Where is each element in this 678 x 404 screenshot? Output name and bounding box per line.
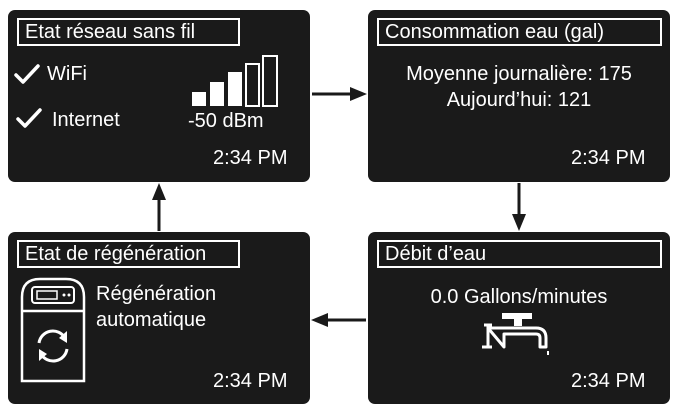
arrow-regeneration-to-wireless [152,183,166,231]
clock-time: 2:34 PM [213,370,288,392]
signal-bar [245,63,260,107]
wireless-status-title: Etat réseau sans fil [17,18,240,46]
signal-strength-icon [192,55,278,107]
water-flow-title: Débit d’eau [377,240,662,268]
signal-bar [262,55,278,107]
signal-bar [210,82,224,106]
water-consumption-screen: Consommation eau (gal) Moyenne journaliè… [368,10,670,182]
wireless-status-screen: Etat réseau sans fil WiFi Internet -50 d… [8,10,310,182]
water-faucet-icon [482,313,549,355]
clock-time: 2:34 PM [571,370,646,392]
clock-time: 2:34 PM [571,147,646,169]
internet-checkmark-icon [16,108,42,128]
regeneration-mode-line1: Régénération [96,283,217,305]
wifi-label: WiFi [47,63,87,85]
signal-bar [192,92,206,106]
regeneration-status-title: Etat de régénération [17,240,240,268]
today-consumption: Aujourd’hui: 121 [446,89,592,111]
internet-label: Internet [52,109,120,131]
water-flow-screen: Débit d’eau 0.0 Gallons/minutes 2:34 PM [368,232,670,404]
water-consumption-title: Consommation eau (gal) [377,18,662,46]
signal-strength-value: -50 dBm [188,110,264,132]
regeneration-mode-line2: automatique [96,309,207,331]
clock-time: 2:34 PM [213,147,288,169]
wifi-checkmark-icon [14,64,40,84]
flow-rate: 0.0 Gallons/minutes [430,286,608,308]
water-softener-icon [20,277,86,383]
arrow-consumption-to-flow [512,183,526,231]
arrow-wireless-to-consumption [312,87,367,101]
arrow-flow-to-regeneration [311,313,366,327]
refresh-cycle-icon [37,329,69,363]
signal-bar [228,72,242,106]
regeneration-status-screen: Etat de régénération Régénération automa… [8,232,310,404]
daily-average: Moyenne journalière: 175 [406,63,632,85]
